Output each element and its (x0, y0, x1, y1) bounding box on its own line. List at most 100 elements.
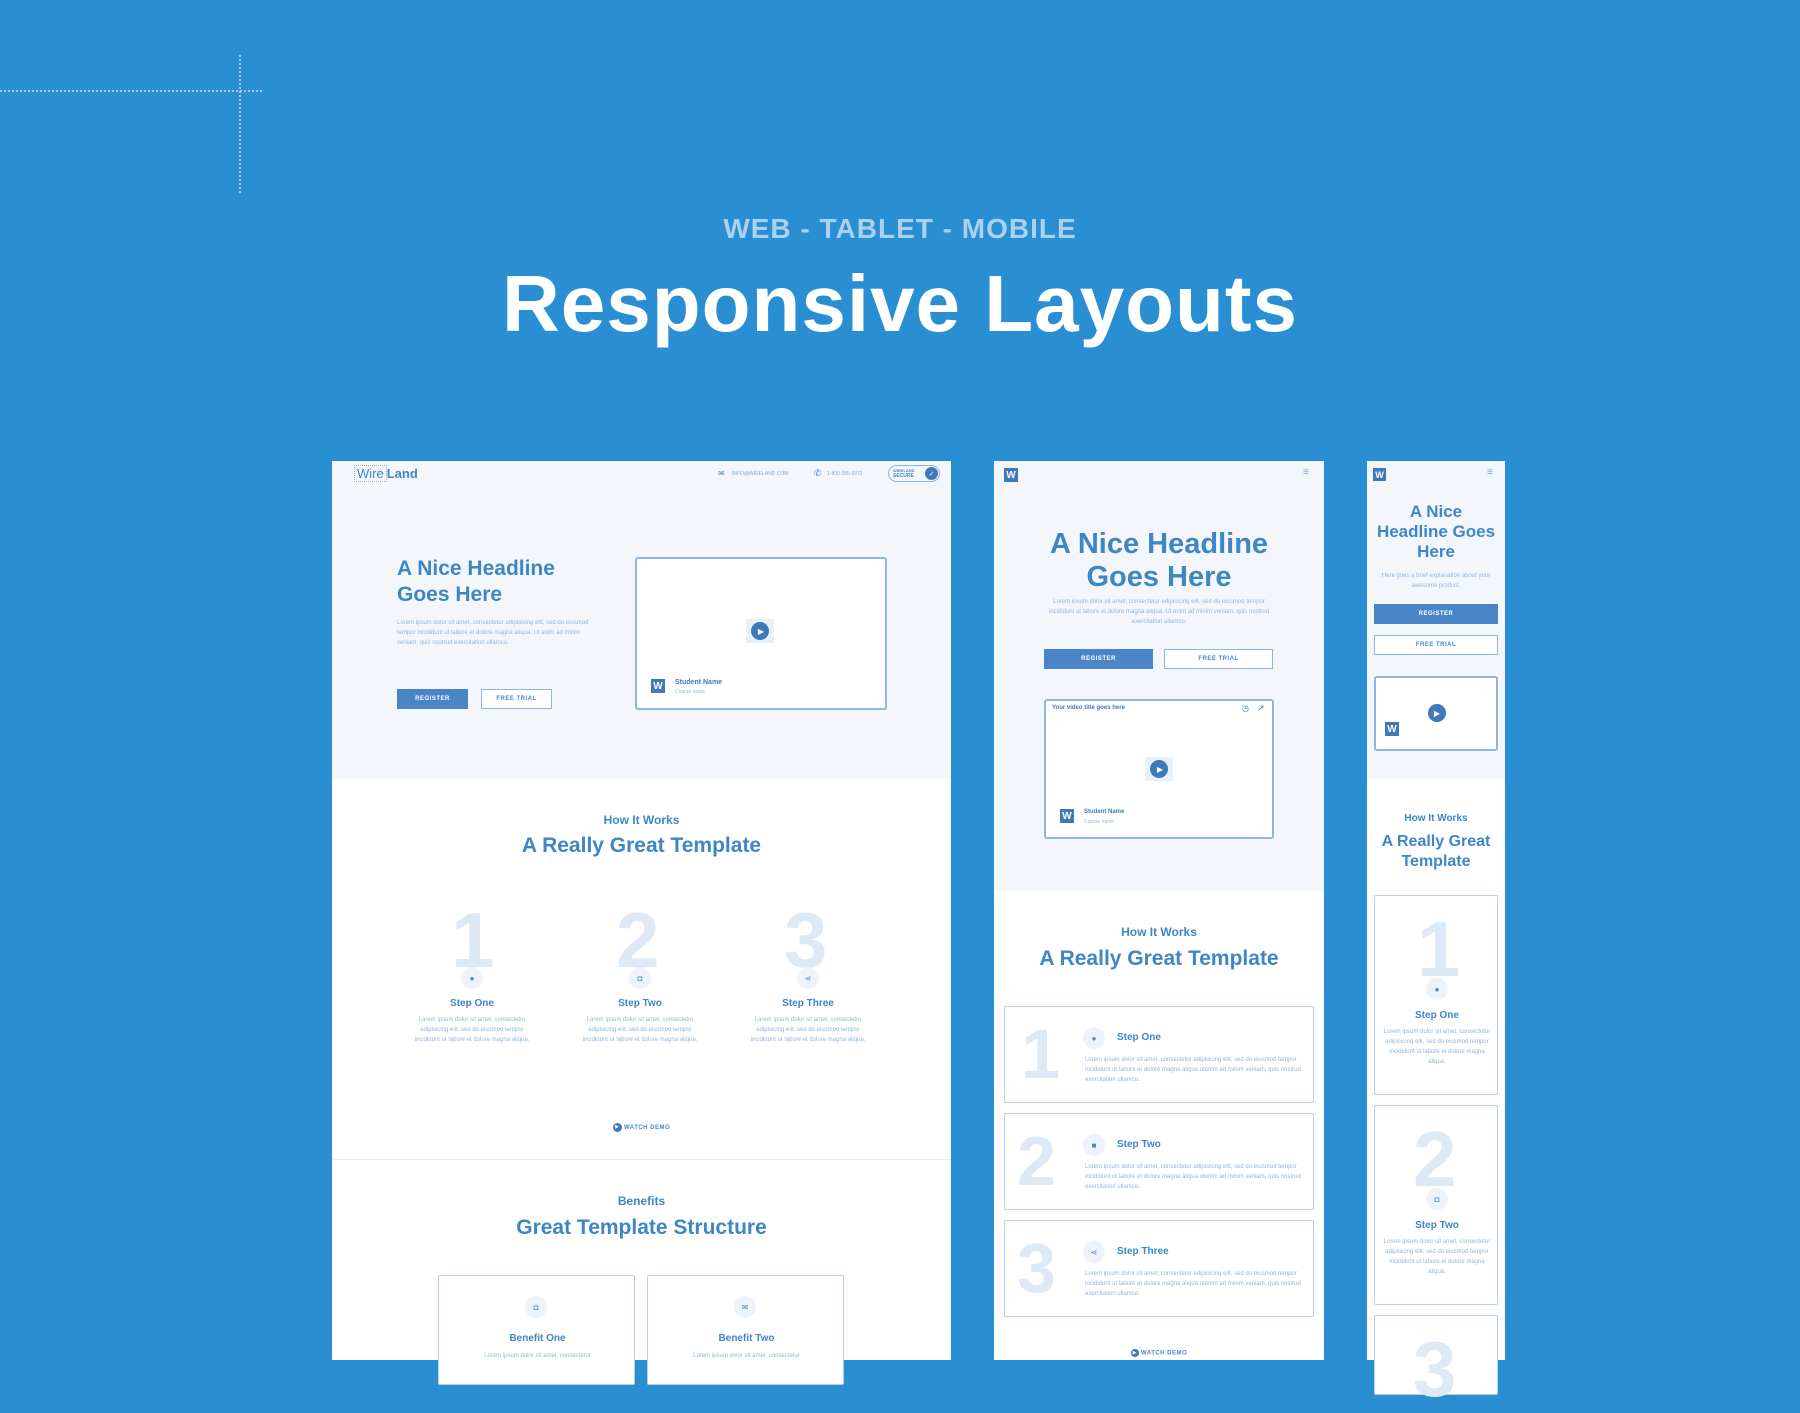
web-video-player[interactable]: ▶ W Student Name Course name (635, 557, 887, 710)
step-body: Lorem ipsum dolor sit amet, consectetur … (414, 1017, 530, 1043)
play-icon: ▶ (1150, 760, 1168, 778)
step-number: 1 (451, 896, 495, 984)
student-name: Student Name (1084, 809, 1125, 815)
step-body: Lorem ipsum dolor sit amet, consectetur … (1383, 1239, 1491, 1275)
mobile-step-card: 2 ◘ Step Two Lorem ipsum dolor sit amet,… (1374, 1105, 1498, 1305)
register-button[interactable]: REGISTER (397, 689, 468, 709)
step-title: Step Three (782, 998, 834, 1009)
user-icon: ● (461, 967, 483, 989)
section-divider (332, 1159, 951, 1160)
step-title: Step One (1415, 1010, 1459, 1021)
benefit-card: ✉ Benefit Two Lorem ipsum dolor sit amet… (647, 1275, 844, 1385)
step-number: 3 (1017, 1229, 1056, 1307)
play-icon: ▶ (612, 1123, 622, 1132)
step-title: Step Two (1117, 1139, 1161, 1150)
step-title: Step Three (1117, 1246, 1169, 1257)
free-trial-button[interactable]: FREE TRIAL (1164, 649, 1273, 669)
lock-icon: ■ (1083, 1134, 1105, 1156)
mobile-step-card: 1 ● Step One Lorem ipsum dolor sit amet,… (1374, 895, 1498, 1095)
decorative-dotted-line (239, 55, 241, 193)
mobile-how-title: A Really Great Template (1381, 833, 1491, 870)
web-benefits-eyebrow: Benefits (617, 1194, 666, 1208)
tablet-hero-body: Lorem ipsum dolor sit amet, consectetur … (1048, 599, 1270, 625)
step-title: Step Two (618, 998, 662, 1009)
student-name: Student Name (675, 679, 723, 686)
step-number: 1 (1417, 905, 1461, 993)
video-title: Your video title goes here (1052, 705, 1125, 711)
play-button[interactable]: ▶ (746, 619, 774, 643)
w-logo-icon: W (1385, 722, 1399, 736)
user-icon: ● (1083, 1027, 1105, 1049)
register-button[interactable]: REGISTER (1374, 604, 1498, 624)
play-icon: ▶ (751, 622, 769, 640)
free-trial-button[interactable]: FREE TRIAL (1374, 635, 1498, 655)
benefit-body: Lorem ipsum dolor sit amet, consectetur (484, 1353, 591, 1359)
tablet-step-card: 2 ■ Step Two Lorem ipsum dolor sit amet,… (1004, 1113, 1314, 1210)
tablet-how-eyebrow: How It Works (1121, 925, 1197, 939)
web-email[interactable]: INFO@WIRELAND.COM (732, 471, 789, 477)
web-how-eyebrow: How It Works (603, 813, 680, 827)
mobile-step-card: 3 (1374, 1315, 1498, 1408)
play-icon: ▶ (1130, 1349, 1139, 1357)
tablet-step-card: 1 ● Step One Lorem ipsum dolor sit amet,… (1004, 1006, 1314, 1103)
play-button[interactable]: ▶ (1145, 757, 1173, 781)
decorative-dotted-line (0, 90, 262, 92)
watch-demo-link[interactable]: ▶ WATCH DEMO (332, 1123, 951, 1132)
mobile-layout-preview: W ≡ A Nice Headline Goes Here Here goes … (1367, 461, 1505, 1408)
w-logo-icon: W (651, 679, 665, 693)
shield-check-icon: ✓ (925, 467, 938, 480)
step-number: 1 (1021, 1015, 1060, 1093)
web-hero-body: Lorem ipsum dolor sit amet, consectetur … (397, 620, 589, 646)
camera-icon: ◘ (629, 967, 651, 989)
w-logo-icon: W (1060, 809, 1074, 823)
share-icon: ⋖ (797, 967, 819, 989)
clock-icon[interactable]: ◷ (1242, 704, 1249, 713)
user-icon: ● (1426, 978, 1448, 1000)
mail-icon: ✉ (734, 1296, 756, 1318)
phone-icon: ✆ (814, 468, 822, 478)
step-number: 2 (1017, 1122, 1056, 1200)
step-body: Lorem ipsum dolor sit amet, consectetur … (1085, 1271, 1301, 1297)
page-title: Responsive Layouts (501, 259, 1298, 348)
secure-badge: WIRELAND SECURE ✓ (888, 465, 940, 482)
tablet-how-title: A Really Great Template (1039, 947, 1279, 970)
step-number: 3 (1413, 1325, 1457, 1413)
page-eyebrow: WEB - TABLET - MOBILE (723, 213, 1077, 244)
hamburger-menu-icon[interactable]: ≡ (1303, 467, 1309, 478)
course-name: Course name (1084, 819, 1115, 825)
web-step: 2 ◘ Step Two Lorem ipsum dolor sit amet,… (540, 901, 740, 1081)
step-body: Lorem ipsum dolor sit amet, consectetur … (750, 1017, 866, 1043)
step-number: 3 (784, 896, 828, 984)
web-how-title: A Really Great Template (521, 834, 762, 857)
tablet-hero-headline: A Nice Headline Goes Here (1049, 528, 1269, 593)
hamburger-menu-icon[interactable]: ≡ (1487, 467, 1493, 478)
benefit-card: ◘ Benefit One Lorem ipsum dolor sit amet… (438, 1275, 635, 1385)
watch-demo-link[interactable]: ▶ WATCH DEMO (1130, 1349, 1188, 1357)
step-number: 2 (1413, 1115, 1457, 1203)
web-hero-headline: A Nice Headline Goes Here (397, 557, 555, 606)
step-body: Lorem ipsum dolor sit amet, consectetur … (1085, 1057, 1301, 1083)
tablet-step-card: 3 ⋖ Step Three Lorem ipsum dolor sit ame… (1004, 1220, 1314, 1317)
mobile-how-eyebrow: How It Works (1404, 813, 1468, 824)
step-body: Lorem ipsum dolor sit amet, consectetur … (1085, 1164, 1301, 1190)
step-title: Step One (1117, 1032, 1161, 1043)
web-phone[interactable]: 1-800-385-9372 (827, 471, 863, 477)
tablet-layout-preview: W ≡ A Nice Headline Goes Here Lorem ipsu… (994, 461, 1324, 1360)
free-trial-button[interactable]: FREE TRIAL (481, 689, 552, 709)
mobile-video-player[interactable]: ▶ W (1374, 676, 1498, 751)
camera-icon: ◘ (525, 1296, 547, 1318)
web-benefits-title: Great Template Structure (516, 1216, 767, 1239)
tablet-video-player[interactable]: Your video title goes here ◷ ↗ ▶ W Stude… (1044, 699, 1274, 839)
step-title: Step One (450, 998, 494, 1009)
w-logo-icon[interactable]: W (1004, 468, 1018, 482)
share-arrow-icon[interactable]: ↗ (1257, 703, 1265, 713)
camera-icon: ◘ (1426, 1188, 1448, 1210)
w-logo-icon[interactable]: W (1373, 468, 1386, 481)
play-icon[interactable]: ▶ (1428, 704, 1446, 722)
step-body: Lorem ipsum dolor sit amet, consectetur … (582, 1017, 698, 1043)
course-name: Course name (675, 689, 706, 695)
register-button[interactable]: REGISTER (1044, 649, 1153, 669)
web-step: 1 ● Step One Lorem ipsum dolor sit amet,… (372, 901, 572, 1081)
